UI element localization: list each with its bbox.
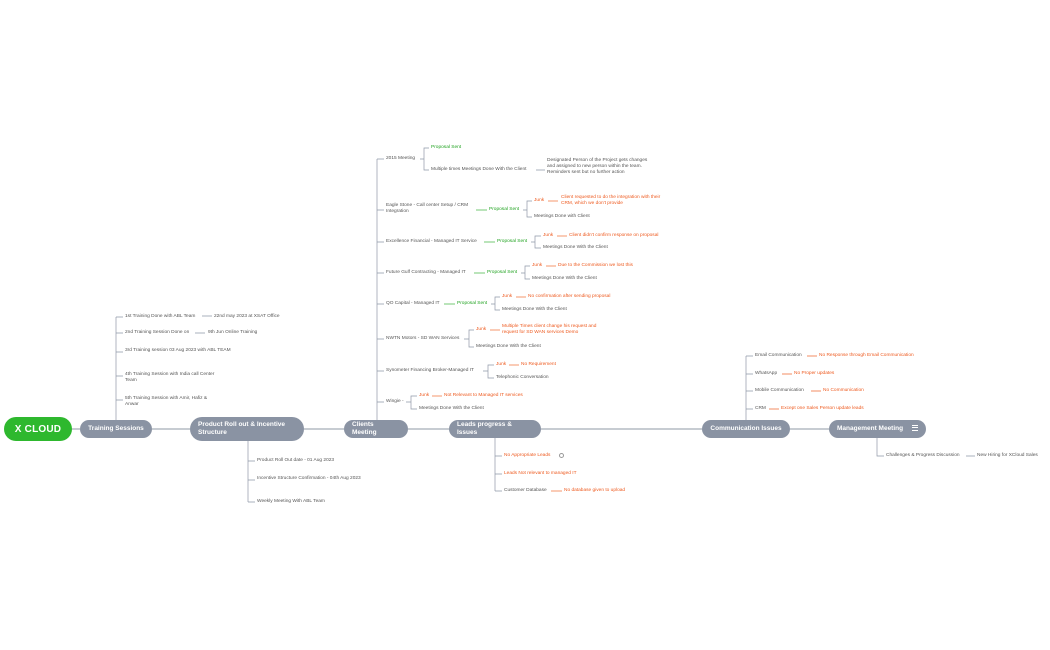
- client-7-junk-note: No Requirement: [521, 362, 556, 367]
- training-1: 1st Training Done with ABL Team: [125, 314, 196, 319]
- client-8-junk-note: Not Relevant to Managed IT services: [444, 393, 523, 398]
- client-5-status: Proposal Sent: [457, 301, 488, 306]
- management-1-note: New Hiring for XCloud Sales: [977, 453, 1038, 458]
- client-2-status: Proposal Sent: [489, 207, 520, 212]
- node-leads-progress[interactable]: Leads progress & Issues: [449, 420, 541, 438]
- comm-4-note: Except one Sales Person update leads: [781, 406, 864, 411]
- client-3: Excellence Financial - Managed IT Servic…: [386, 239, 477, 244]
- client-6: NWTN Motors - SD WAN Services: [386, 336, 460, 341]
- lead-3-note: No database given to upload: [564, 488, 626, 493]
- lead-3: Customer Database: [504, 488, 547, 493]
- product-1: Product Roll Out date - 01 Aug 2023: [257, 458, 335, 463]
- client-4-status: Proposal Sent: [487, 270, 518, 275]
- management-meeting-label: Management Meeting: [837, 425, 904, 432]
- training-2: 2nd Training Session Done on: [125, 330, 190, 335]
- client-5-meetings: Meetings Done With the Client: [502, 307, 567, 312]
- client-2-junk-note: Client requested to do the integration w…: [561, 195, 661, 206]
- client-6-meetings: Meetings Done With the Client: [476, 344, 541, 349]
- client-4-junk: Junk: [532, 263, 543, 268]
- lead-2: Leads Not relevant to managed IT: [504, 471, 577, 476]
- clock-icon: [559, 453, 564, 458]
- client-7: Synometer Financing Broker-Managed IT: [386, 368, 474, 373]
- node-communication-issues[interactable]: Communication Issues: [702, 420, 790, 438]
- client-1-note: Designated Person of the Project gets ch…: [547, 158, 648, 175]
- client-6-junk-note: Multiple Times client change his request…: [502, 324, 597, 335]
- training-2-date: 9th Jun Online Training: [208, 330, 258, 335]
- comm-2-note: No Proper updates: [794, 371, 835, 376]
- management-1: Challenges & Progress Discussion: [886, 453, 960, 458]
- client-5-junk: Junk: [502, 294, 513, 299]
- client-3-meetings: Meetings Done With the Client: [543, 245, 608, 250]
- client-4: Future Gulf Contracting - Managed IT: [386, 270, 466, 275]
- lead-1: No Appropriate Leads: [504, 453, 551, 458]
- menu-icon[interactable]: [912, 425, 918, 432]
- client-4-junk-note: Due to the Commission we lost this: [558, 263, 633, 268]
- node-product-rollout[interactable]: Product Roll out & Incentive Structure: [190, 417, 304, 441]
- node-clients-meeting[interactable]: Clients Meeting: [344, 420, 408, 438]
- client-1-status: Proposal Sent: [431, 145, 462, 150]
- training-1-date: 22nd may 2023 at XSAT Office: [214, 314, 280, 319]
- client-2-meetings: Meetings Done with Client: [534, 214, 590, 219]
- comm-4: CRM: [755, 406, 766, 411]
- client-7-junk: Junk: [496, 362, 507, 367]
- comm-2: WhatsApp: [755, 371, 778, 376]
- comm-1: Email Communication: [755, 353, 802, 358]
- client-1-meetings: Multiple times Meetings Done With the Cl…: [431, 167, 527, 172]
- training-3: 3rd Training session 03 Aug 2023 with AB…: [125, 348, 231, 353]
- client-3-status: Proposal Sent: [497, 239, 528, 244]
- client-4-meetings: Meetings Done With the Client: [532, 276, 597, 281]
- training-4: 4th Training Session with India call Cen…: [125, 372, 215, 383]
- client-2-junk: Junk: [534, 198, 545, 203]
- product-2: Incentive Structure Confirmation - 04th …: [257, 476, 361, 481]
- node-training-sessions[interactable]: Training Sessions: [80, 420, 152, 438]
- client-7-conversation: Telephonic Conversation: [496, 375, 549, 380]
- comm-3-note: No Communication: [823, 388, 864, 393]
- training-5: 5th Training Session with Amir, Hafiz & …: [125, 396, 208, 407]
- comm-1-note: No Response through Email Communication: [819, 353, 914, 358]
- client-6-junk: Junk: [476, 327, 487, 332]
- client-8-meetings: Meetings Done With the Client: [419, 406, 484, 411]
- client-8: Wingie -: [386, 399, 404, 404]
- client-3-junk-note: Client didn't confirm response on propos…: [569, 233, 659, 238]
- root-node[interactable]: X CLOUD: [4, 417, 72, 441]
- comm-3: Mobile Communication: [755, 388, 804, 393]
- product-3: Weekly Meeting With ABL Team: [257, 499, 325, 504]
- client-5-junk-note: No confirmation after sending proposal: [528, 294, 611, 299]
- client-3-junk: Junk: [543, 233, 554, 238]
- client-1: 2015 Meeting: [386, 156, 416, 161]
- client-8-junk: Junk: [419, 393, 430, 398]
- client-2: Eagle Stone - Call center Setup / CRM In…: [386, 203, 469, 214]
- node-management-meeting[interactable]: Management Meeting: [829, 420, 926, 438]
- client-5: QO Capital - Managed IT: [386, 301, 440, 306]
